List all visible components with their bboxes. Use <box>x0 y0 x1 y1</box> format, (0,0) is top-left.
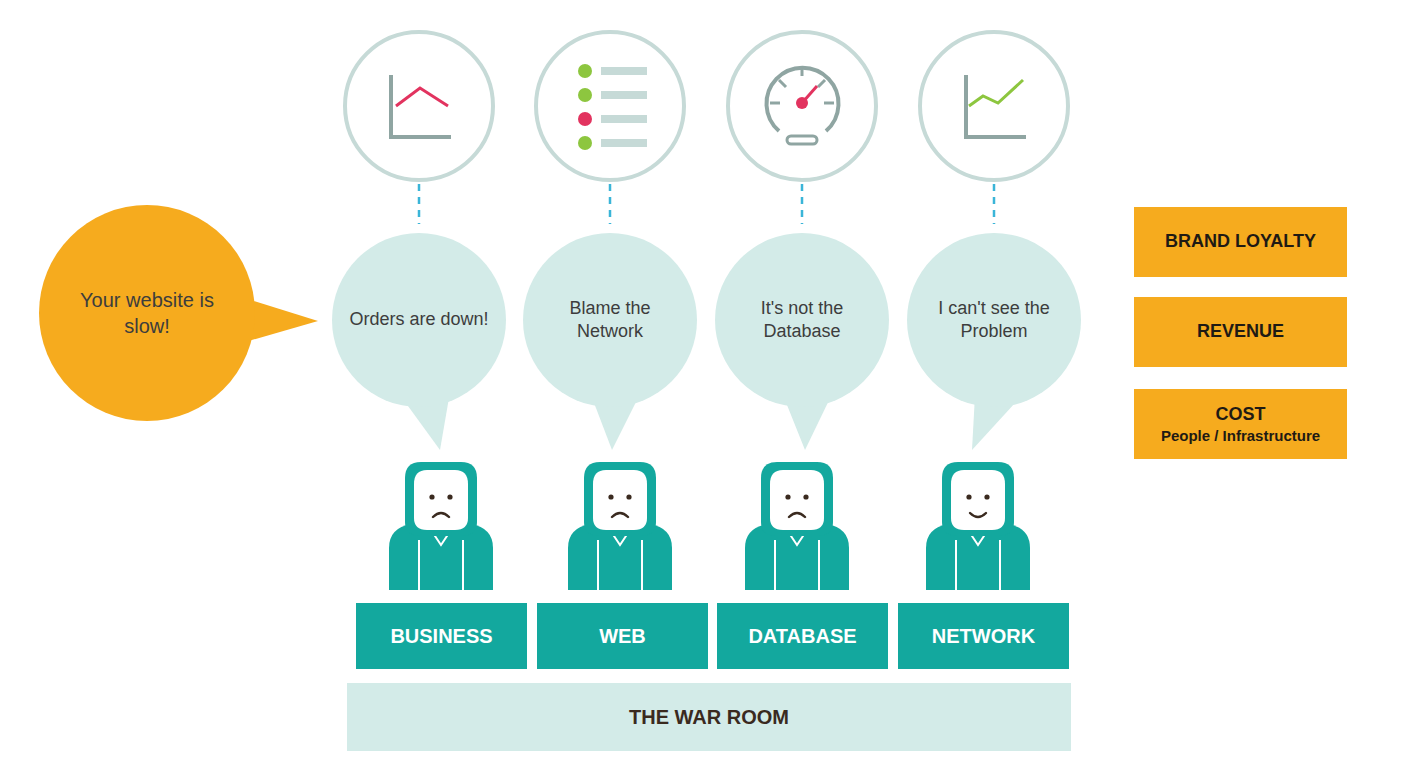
speech-bubble: It's not the Database <box>715 233 889 407</box>
node-label: REVENUE <box>1197 320 1284 343</box>
node-label: BUSINESS <box>390 623 492 649</box>
bubble-shape <box>39 205 255 421</box>
bubble-shape <box>907 233 1081 407</box>
node-sublabel: People / Infrastructure <box>1161 426 1320 446</box>
room-band: THE WAR ROOM <box>347 683 1071 751</box>
speech-bubble: Orders are down! <box>332 233 506 407</box>
team-box: NETWORK <box>898 603 1069 669</box>
node-label: WEB <box>599 623 646 649</box>
team-box: WEB <box>537 603 708 669</box>
node-label: COST <box>1215 403 1265 426</box>
node-label: It's not the Database <box>727 297 877 344</box>
team-box: BUSINESS <box>356 603 527 669</box>
impact-box: REVENUE <box>1134 297 1347 367</box>
node-label: BRAND LOYALTY <box>1165 230 1316 253</box>
node-label: I can't see the Problem <box>919 297 1069 344</box>
bubble-shape <box>715 233 889 407</box>
speech-bubble: Your website is slow! <box>39 205 255 421</box>
node-label: Orders are down! <box>349 308 488 331</box>
team-box: DATABASE <box>717 603 888 669</box>
speech-bubble: Blame the Network <box>523 233 697 407</box>
impact-box: COSTPeople / Infrastructure <box>1134 389 1347 459</box>
node-label: THE WAR ROOM <box>629 704 789 730</box>
speech-bubble: I can't see the Problem <box>907 233 1081 407</box>
node-label: DATABASE <box>748 623 856 649</box>
node-label: Your website is slow! <box>72 287 222 339</box>
bubble-shape <box>523 233 697 407</box>
node-label: NETWORK <box>932 623 1035 649</box>
impact-box: BRAND LOYALTY <box>1134 207 1347 277</box>
node-label: Blame the Network <box>535 297 685 344</box>
